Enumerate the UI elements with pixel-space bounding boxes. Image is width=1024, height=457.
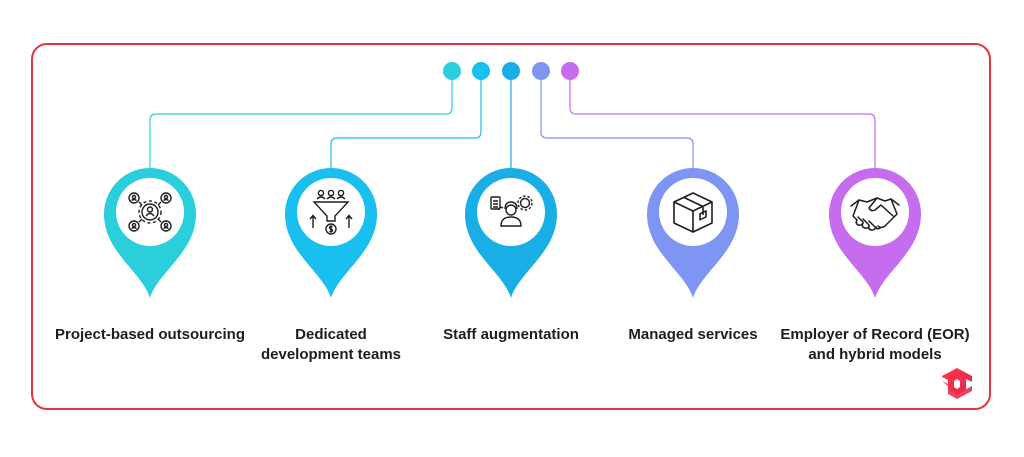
label-dedicated-development-teams: Dedicated development teams bbox=[260, 326, 402, 363]
pin-2 bbox=[285, 168, 377, 298]
connector-1 bbox=[149, 79, 453, 176]
handshake-icon bbox=[850, 197, 900, 231]
pin-4 bbox=[647, 168, 739, 298]
team-funnel-icon bbox=[309, 189, 353, 235]
box-icon bbox=[673, 192, 713, 233]
dot-3 bbox=[502, 62, 520, 80]
label-project-based-outsourcing: Project-based outsourcing bbox=[54, 326, 246, 343]
diagram-frame bbox=[31, 43, 991, 410]
dot-1 bbox=[443, 62, 461, 80]
dot-4 bbox=[532, 62, 550, 80]
staff-support-icon bbox=[490, 195, 533, 227]
label-employer-of-record: Employer of Record (EOR) and hybrid mode… bbox=[780, 326, 970, 363]
brand-logo-icon bbox=[942, 368, 972, 399]
label-staff-augmentation: Staff augmentation bbox=[443, 326, 579, 343]
connector-4 bbox=[540, 79, 694, 176]
pin-5 bbox=[829, 168, 921, 298]
dot-5 bbox=[561, 62, 579, 80]
connector-2 bbox=[330, 79, 482, 176]
label-managed-services: Managed services bbox=[628, 326, 758, 343]
connector-5 bbox=[569, 79, 876, 176]
dot-2 bbox=[472, 62, 490, 80]
team-gear-icon bbox=[128, 192, 172, 232]
pin-3 bbox=[465, 168, 557, 298]
pin-1 bbox=[104, 168, 196, 298]
